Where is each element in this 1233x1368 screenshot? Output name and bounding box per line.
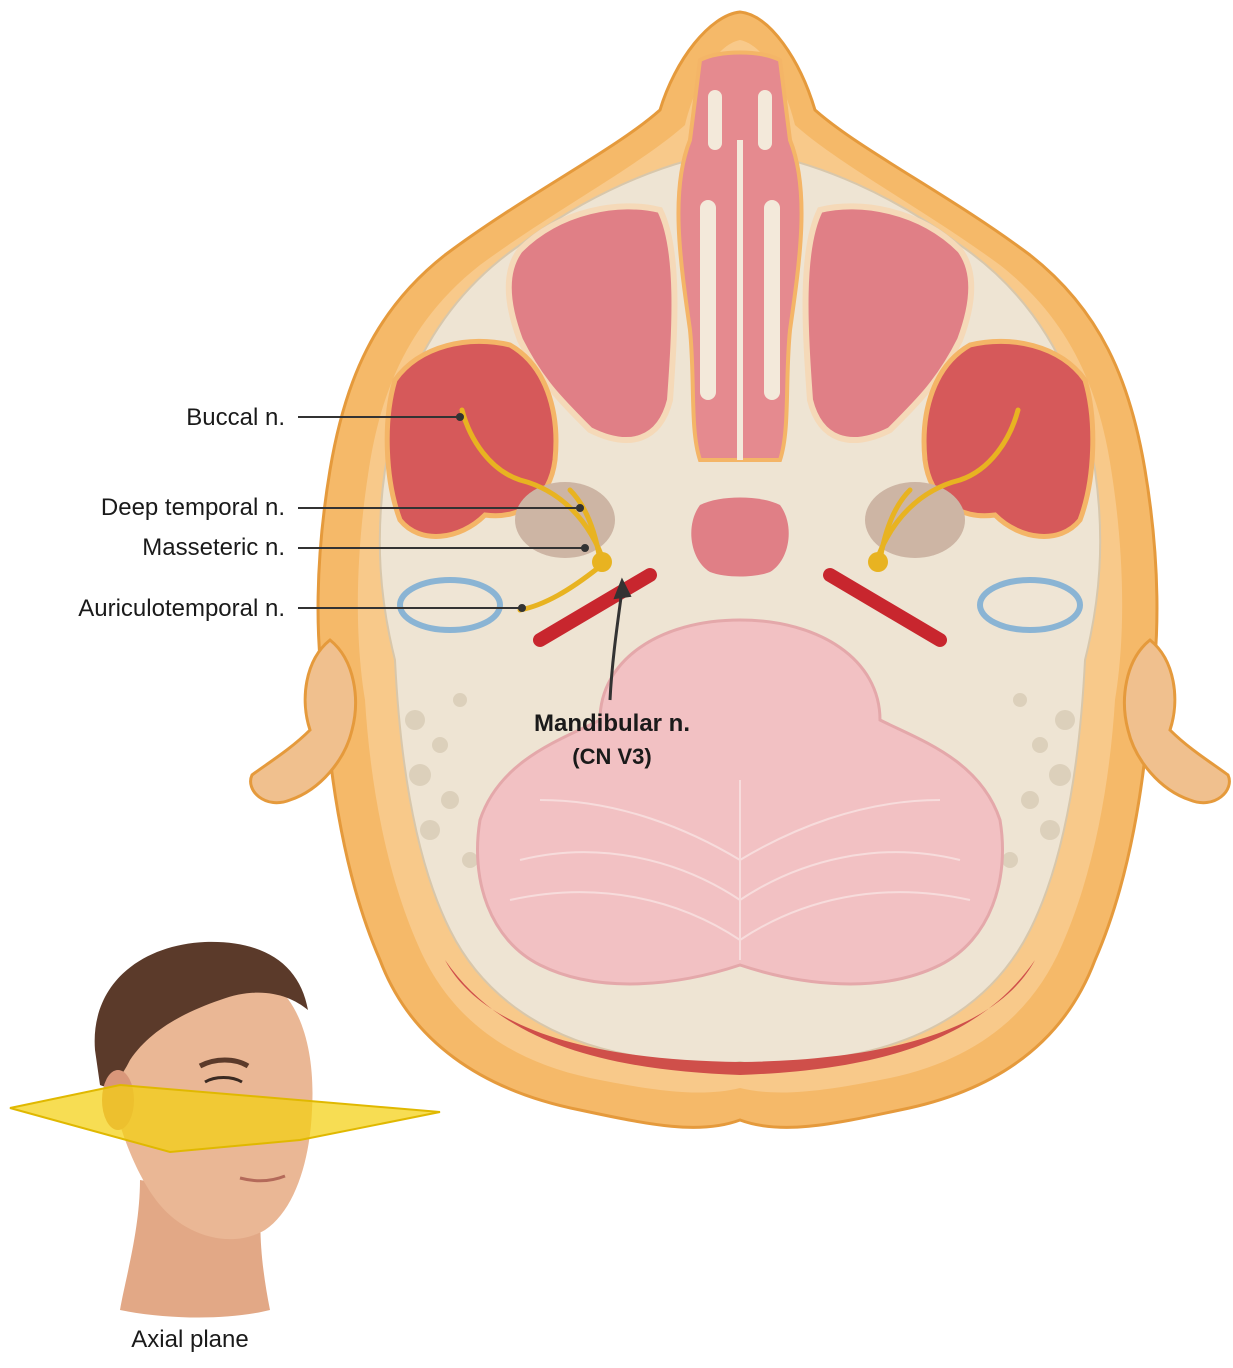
- nasopharynx: [691, 498, 788, 577]
- label-deep-temporal-nerve: Deep temporal n.: [20, 494, 285, 522]
- mandibular-nerve-trunk-right: [868, 552, 888, 572]
- ear-canal-right: [980, 580, 1080, 630]
- label-mandibular-nerve-cn: (CN V3): [502, 744, 722, 770]
- head-cross-section: [251, 12, 1230, 1127]
- axial-plane-indicator: [10, 1085, 440, 1152]
- label-mandibular-nerve: Mandibular n.: [502, 710, 722, 738]
- label-auriculotemporal-nerve: Auriculotemporal n.: [0, 595, 285, 623]
- head-thumbnail: [10, 942, 440, 1318]
- label-buccal-nerve: Buccal n.: [60, 404, 285, 432]
- ear-canal-left: [400, 580, 500, 630]
- label-masseteric-nerve: Masseteric n.: [20, 534, 285, 562]
- mandibular-nerve-trunk-left: [592, 552, 612, 572]
- label-axial-plane: Axial plane: [100, 1326, 280, 1354]
